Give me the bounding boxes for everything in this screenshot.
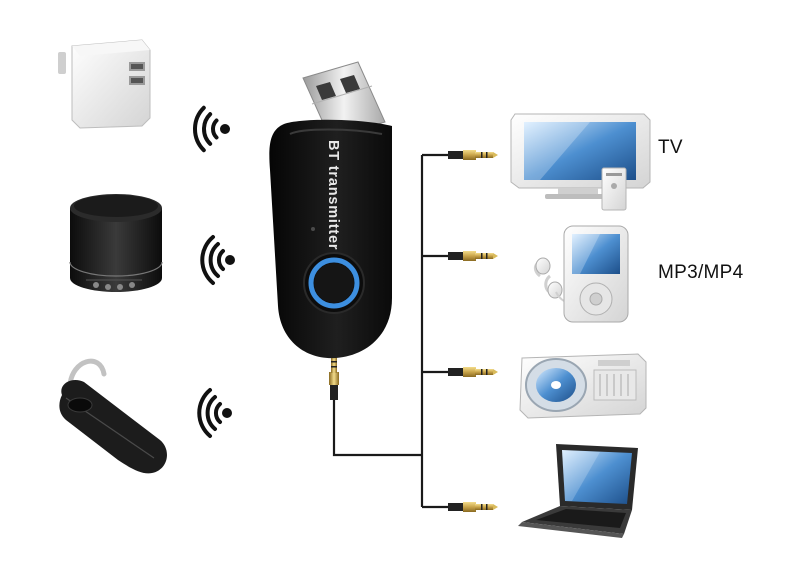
wireless-signal-icon (197, 388, 232, 438)
tv-label: TV (658, 137, 683, 158)
audio-jack-icon (448, 367, 498, 377)
audio-cable (332, 153, 448, 509)
led-ring (303, 252, 365, 314)
wireless-signal-icon (200, 235, 235, 285)
tv-icon (510, 113, 651, 211)
device-print: BT transmitter (325, 140, 341, 250)
power-adapter-icon (58, 39, 151, 129)
mp3-mp4-label: MP3/MP4 (658, 262, 744, 283)
usb-plug-icon (302, 61, 386, 139)
audio-jack-icon (448, 502, 498, 512)
bluetooth-headset-icon (59, 358, 167, 474)
bluetooth-speaker-icon (69, 194, 163, 292)
cd-player-icon (519, 353, 647, 419)
audio-jack-icon (448, 150, 498, 160)
bt-transmitter: BT transmitter (269, 61, 392, 359)
mp3-player-icon (534, 225, 629, 323)
wireless-signal-icon (193, 105, 230, 153)
laptop-icon (518, 444, 638, 538)
audio-jack-icon (448, 251, 498, 261)
